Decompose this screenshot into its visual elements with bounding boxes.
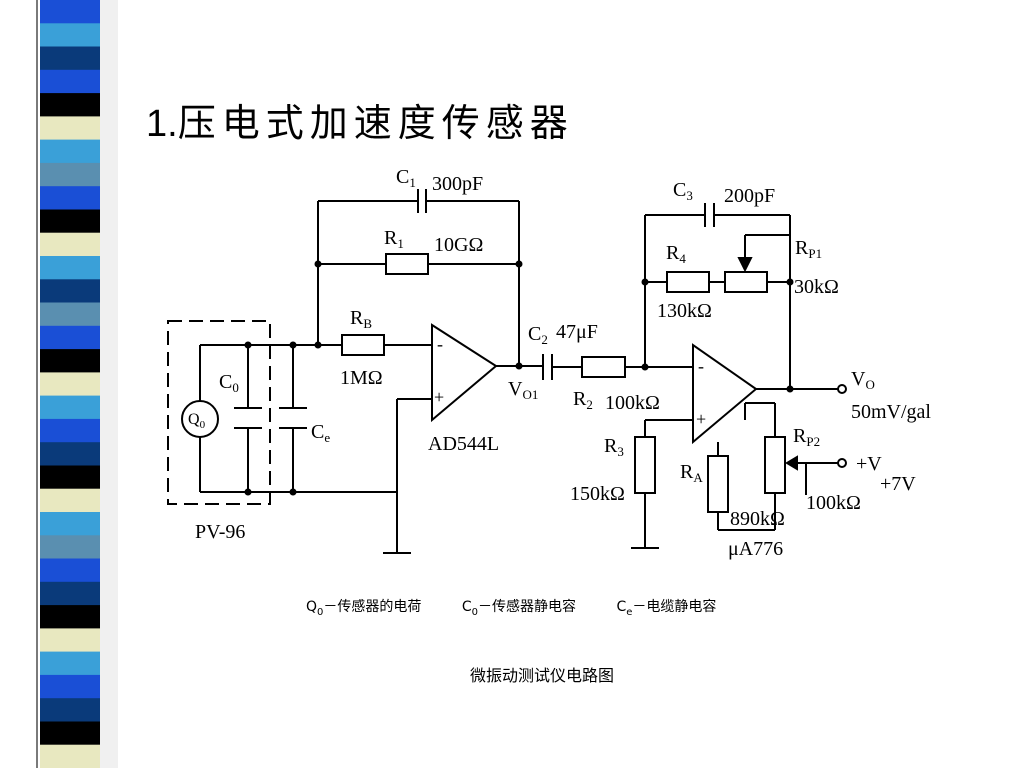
r1-resistor bbox=[385, 253, 429, 275]
c1-label: C1 bbox=[396, 166, 416, 190]
stripe-band bbox=[40, 488, 100, 513]
vo-value: 50mV/gal bbox=[851, 401, 931, 423]
stripe-band bbox=[40, 674, 100, 699]
r2-resistor bbox=[581, 356, 626, 378]
rb-resistor bbox=[341, 334, 385, 356]
c2-label: C2 bbox=[528, 323, 548, 347]
r3-label: R3 bbox=[604, 435, 624, 459]
c1-value: 300pF bbox=[432, 173, 483, 195]
opamp2-minus-sign: - bbox=[698, 356, 704, 376]
stripe-band bbox=[40, 279, 100, 304]
c3-label: C3 bbox=[673, 179, 693, 203]
rp2-label: RP2 bbox=[793, 425, 820, 449]
stripe-band bbox=[40, 46, 100, 71]
stripe-band bbox=[40, 744, 100, 768]
stripe-band bbox=[40, 69, 100, 94]
rp1-label: RP1 bbox=[795, 237, 822, 261]
stripe-band bbox=[40, 721, 100, 746]
c0-label: C0 bbox=[219, 371, 239, 395]
rb-value: 1MΩ bbox=[340, 367, 383, 389]
pv96-enclosure bbox=[167, 320, 271, 505]
stripe-band bbox=[40, 628, 100, 653]
title-number: 1. bbox=[146, 103, 178, 145]
opamp1-label: AD544L bbox=[428, 433, 499, 455]
ra-label: RA bbox=[680, 461, 703, 485]
r3-value: 150kΩ bbox=[570, 483, 625, 505]
stripe-band bbox=[40, 325, 100, 350]
stripe-band bbox=[40, 349, 100, 373]
stripe-band bbox=[40, 0, 100, 24]
stripe-band bbox=[40, 418, 100, 443]
stripe-band bbox=[40, 232, 100, 257]
legend-q0: Q0－传感器的电荷 bbox=[306, 599, 422, 618]
legend-c0: C0－传感器静电容 bbox=[461, 599, 577, 618]
stripe-band bbox=[40, 651, 100, 676]
rp1-value: 30kΩ bbox=[794, 276, 839, 298]
opamp1-minus-sign: - bbox=[437, 334, 443, 354]
opamp-ad544l bbox=[431, 323, 498, 423]
stripe-band bbox=[40, 698, 100, 722]
ce-label: Ce bbox=[311, 421, 330, 445]
q0-label: Q0 bbox=[188, 411, 206, 431]
stripe-band bbox=[40, 581, 100, 606]
stripe-band bbox=[40, 465, 100, 490]
stripe-band bbox=[40, 372, 100, 397]
legend-ce: Ce－电缆静电容 bbox=[616, 599, 717, 618]
stripe-band bbox=[40, 256, 100, 280]
rp2-value: 100kΩ bbox=[806, 492, 861, 514]
stripe-band bbox=[40, 535, 100, 560]
stripe-band bbox=[40, 93, 100, 117]
r3-resistor bbox=[634, 436, 656, 494]
stripe-band bbox=[40, 186, 100, 210]
title-text: 压电式加速度传感器 bbox=[177, 101, 574, 145]
stripe-band bbox=[40, 605, 100, 629]
r4-label: R4 bbox=[666, 242, 686, 266]
vplus-value: +7V bbox=[880, 473, 916, 495]
opamp-ua776 bbox=[692, 343, 758, 445]
c2-value: 47μF bbox=[556, 321, 598, 343]
opamp1-plus-sign: + bbox=[434, 387, 444, 407]
r2-label: R2 bbox=[573, 388, 593, 412]
stripe-band bbox=[40, 395, 100, 420]
opamp2-label: μA776 bbox=[728, 538, 783, 560]
r4-value: 130kΩ bbox=[657, 300, 712, 322]
rp2-potentiometer bbox=[764, 436, 786, 494]
stripe-band bbox=[40, 162, 100, 187]
stripe-band bbox=[40, 209, 100, 234]
vo1-label: VO1 bbox=[508, 378, 538, 402]
rb-label: RB bbox=[350, 307, 372, 331]
rp1-potentiometer bbox=[724, 271, 768, 293]
stripe-band bbox=[40, 512, 100, 536]
r1-value: 10GΩ bbox=[434, 234, 483, 256]
ra-value: 890kΩ bbox=[730, 508, 785, 530]
symbol-legend: Q0－传感器的电荷 C0－传感器静电容 Ce－电缆静电容 bbox=[306, 596, 752, 618]
ra-resistor bbox=[707, 455, 729, 513]
vplus-label: +V bbox=[856, 453, 882, 475]
stripe-band bbox=[40, 116, 100, 141]
c3-value: 200pF bbox=[724, 185, 775, 207]
pv96-label: PV-96 bbox=[195, 521, 245, 543]
stripe-band bbox=[40, 139, 100, 164]
decorative-stripe-border bbox=[0, 0, 118, 768]
stripe-band bbox=[40, 23, 100, 48]
r1-label: R1 bbox=[384, 227, 404, 251]
opamp2-plus-sign: + bbox=[696, 409, 706, 429]
figure-caption: 微振动测试仪电路图 bbox=[469, 666, 614, 685]
r4-resistor bbox=[666, 271, 710, 293]
vo-label: VO bbox=[851, 368, 875, 392]
r2-value: 100kΩ bbox=[605, 392, 660, 414]
stripe-band bbox=[40, 302, 100, 327]
stripe-band bbox=[40, 442, 100, 466]
slide-title: 1.压电式加速度传感器 bbox=[146, 92, 574, 147]
stripe-band bbox=[40, 558, 100, 583]
